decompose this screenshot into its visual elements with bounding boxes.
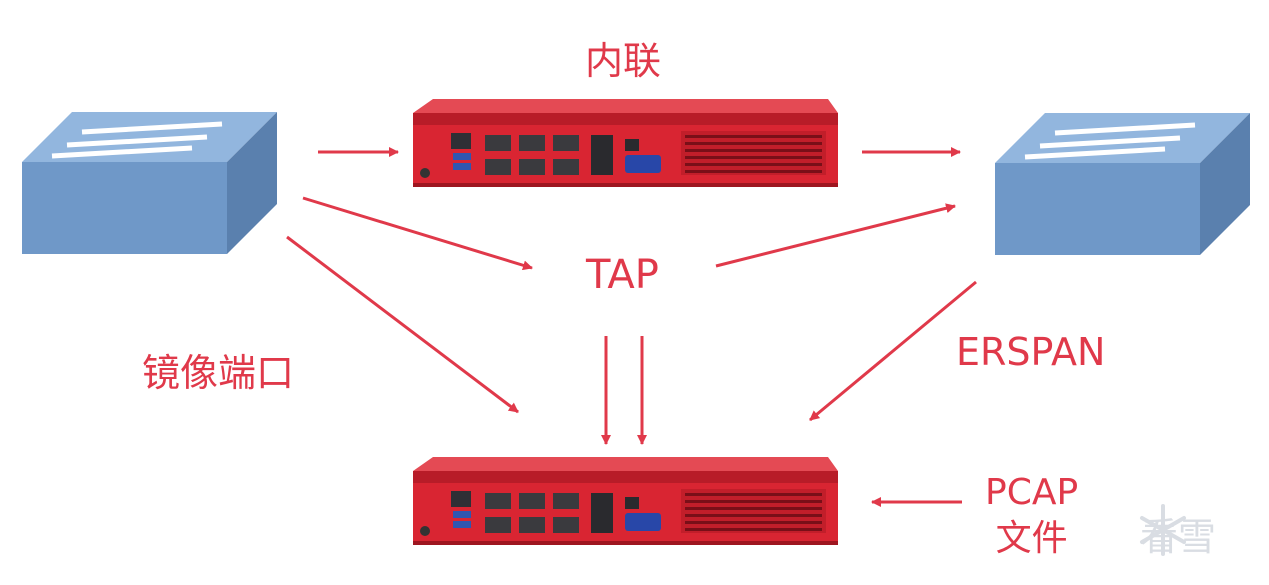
switch-left xyxy=(22,112,277,254)
label-pcap-line2: 文件 xyxy=(995,518,1068,559)
snowflake-icon xyxy=(1140,504,1186,556)
label-mirror-port: 镜像端口 xyxy=(142,351,295,395)
label-pcap-file: PCAP 文件 xyxy=(985,470,1078,562)
arrow-mirror-to-capture xyxy=(286,235,519,414)
switch-right xyxy=(995,113,1250,255)
watermark-text: 看雪 xyxy=(1140,515,1217,559)
arrow-tap-to-switch xyxy=(715,203,956,268)
appliance-inline xyxy=(413,99,838,187)
arrow-erspan-to-capture xyxy=(809,280,977,422)
arrow-switch-to-tap xyxy=(302,196,533,271)
label-inline: 内联 xyxy=(585,39,662,83)
appliance-capture xyxy=(413,457,838,545)
label-tap: TAP xyxy=(586,252,659,298)
label-erspan: ERSPAN xyxy=(956,330,1106,374)
label-pcap-line1: PCAP xyxy=(985,472,1079,513)
